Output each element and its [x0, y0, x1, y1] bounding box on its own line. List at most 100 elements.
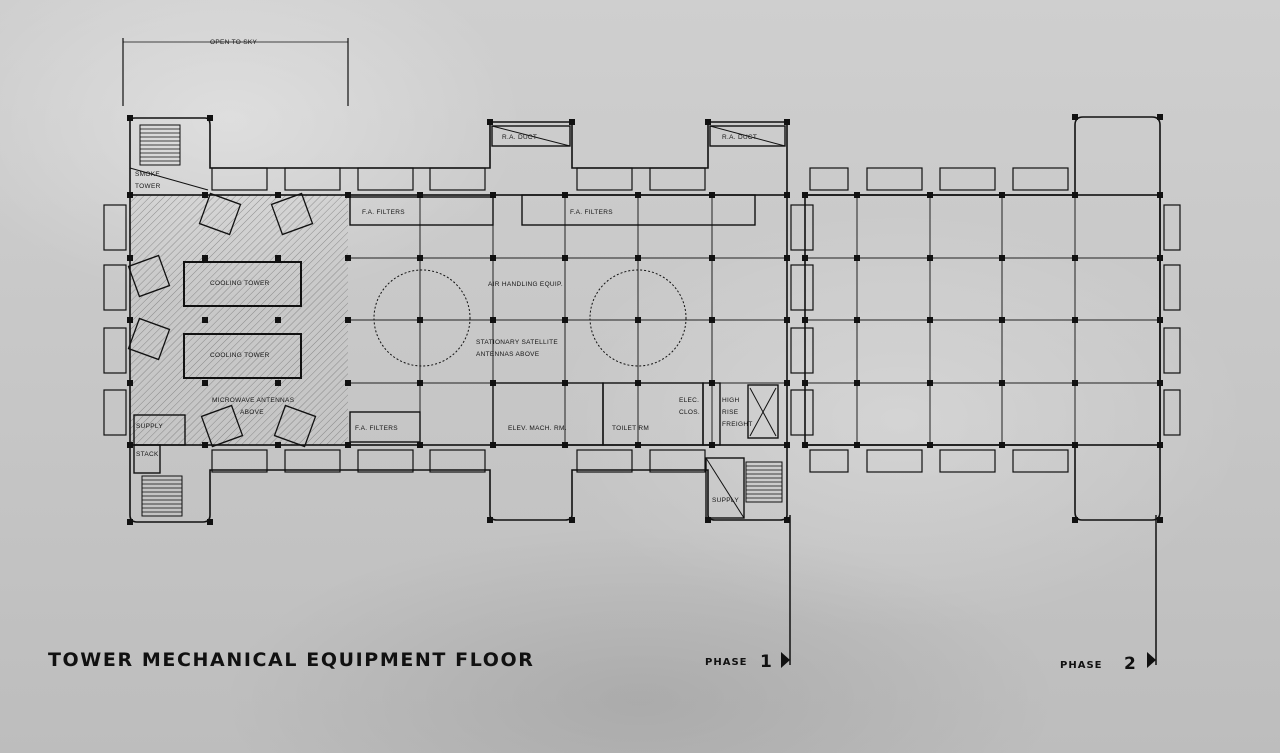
ra-duct-1	[491, 125, 571, 147]
drawing-title: TOWER MECHANICAL EQUIPMENT FLOOR	[48, 649, 535, 671]
column	[202, 255, 208, 261]
phase1-number: 1	[760, 652, 772, 672]
satellite-label-1: STATIONARY SATELLITE	[476, 339, 558, 346]
smoke-tower-label-2: TOWER	[135, 183, 161, 190]
column	[1157, 192, 1163, 198]
column	[927, 255, 933, 261]
column	[569, 119, 575, 125]
column	[127, 519, 133, 525]
elev-mach-room	[492, 382, 604, 446]
column	[709, 317, 715, 323]
fa-filters-2-label: F.A. FILTERS	[570, 209, 613, 216]
microwave-antennas	[127, 192, 317, 448]
column	[417, 255, 423, 261]
column	[490, 317, 496, 323]
satellite-label-2: ANTENNAS ABOVE	[476, 351, 540, 358]
column	[562, 317, 568, 323]
stack-shaft	[133, 444, 161, 474]
fa-filters-1-label: F.A. FILTERS	[362, 209, 405, 216]
column	[635, 317, 641, 323]
column	[1072, 114, 1078, 120]
column	[854, 192, 860, 198]
column	[127, 380, 133, 386]
column	[802, 442, 808, 448]
microwave-label-1: MICROWAVE ANTENNAS	[212, 397, 295, 404]
column	[802, 192, 808, 198]
smoke-tower-label-1: SMOKE	[135, 171, 160, 178]
air-handling-label: AIR HANDLING EQUIP.	[488, 281, 563, 288]
column	[635, 255, 641, 261]
fa-filters-3-label: F.A. FILTERS	[355, 425, 398, 432]
column	[417, 192, 423, 198]
fa-filters-1-box	[349, 196, 494, 226]
column	[999, 380, 1005, 386]
column	[202, 380, 208, 386]
column	[487, 119, 493, 125]
ra-duct-2	[709, 125, 786, 147]
column	[417, 380, 423, 386]
column	[417, 442, 423, 448]
supply-2-label: SUPPLY	[712, 497, 739, 504]
phase1-label: PHASE	[705, 657, 747, 668]
column	[784, 442, 790, 448]
column	[202, 442, 208, 448]
column	[275, 317, 281, 323]
column	[784, 317, 790, 323]
column	[705, 517, 711, 523]
window-bays	[103, 167, 1181, 473]
ra-duct-2-label: R.A. DUCT	[722, 134, 757, 141]
elev-mach-label: ELEV. MACH. RM.	[508, 425, 567, 432]
column	[802, 255, 808, 261]
column	[487, 517, 493, 523]
column	[1157, 442, 1163, 448]
column	[345, 442, 351, 448]
column	[1072, 317, 1078, 323]
column	[999, 255, 1005, 261]
column	[927, 442, 933, 448]
column	[854, 255, 860, 261]
column	[275, 380, 281, 386]
column	[275, 255, 281, 261]
column	[854, 380, 860, 386]
cooling-tower-1-label: COOLING TOWER	[210, 280, 270, 287]
toilet-label: TOILET RM	[612, 425, 649, 432]
column	[1157, 255, 1163, 261]
column	[927, 317, 933, 323]
column	[207, 519, 213, 525]
satellite-antenna-2	[589, 269, 687, 367]
cooling-tower-2-label: COOLING TOWER	[210, 352, 270, 359]
column	[999, 317, 1005, 323]
column	[202, 192, 208, 198]
column	[1072, 192, 1078, 198]
freight-label-1: HIGH	[722, 397, 739, 404]
elec-clos-label-2: CLOS.	[679, 409, 700, 416]
ra-duct-2-diag	[709, 125, 786, 147]
column	[127, 317, 133, 323]
elec-closet	[702, 382, 721, 446]
column	[1072, 380, 1078, 386]
column	[490, 192, 496, 198]
column	[345, 380, 351, 386]
freight-label-2: RISE	[722, 409, 739, 416]
column	[490, 255, 496, 261]
column	[802, 317, 808, 323]
phase1-arrow-icon	[781, 652, 790, 668]
column	[1157, 317, 1163, 323]
phase2-label: PHASE	[1060, 660, 1102, 671]
column	[1157, 114, 1163, 120]
stack-label: STACK	[136, 451, 159, 458]
supply-shaft-2	[705, 457, 745, 519]
phase2-number: 2	[1124, 654, 1136, 674]
column	[1157, 517, 1163, 523]
freight-x-2	[749, 387, 777, 437]
column	[784, 255, 790, 261]
freight-elevator	[747, 384, 779, 439]
column	[927, 192, 933, 198]
supply-diag	[705, 457, 745, 519]
cooling-tower-2	[183, 333, 302, 379]
column	[417, 317, 423, 323]
column	[1072, 255, 1078, 261]
column	[1072, 517, 1078, 523]
satellite-antenna-1	[373, 269, 471, 367]
